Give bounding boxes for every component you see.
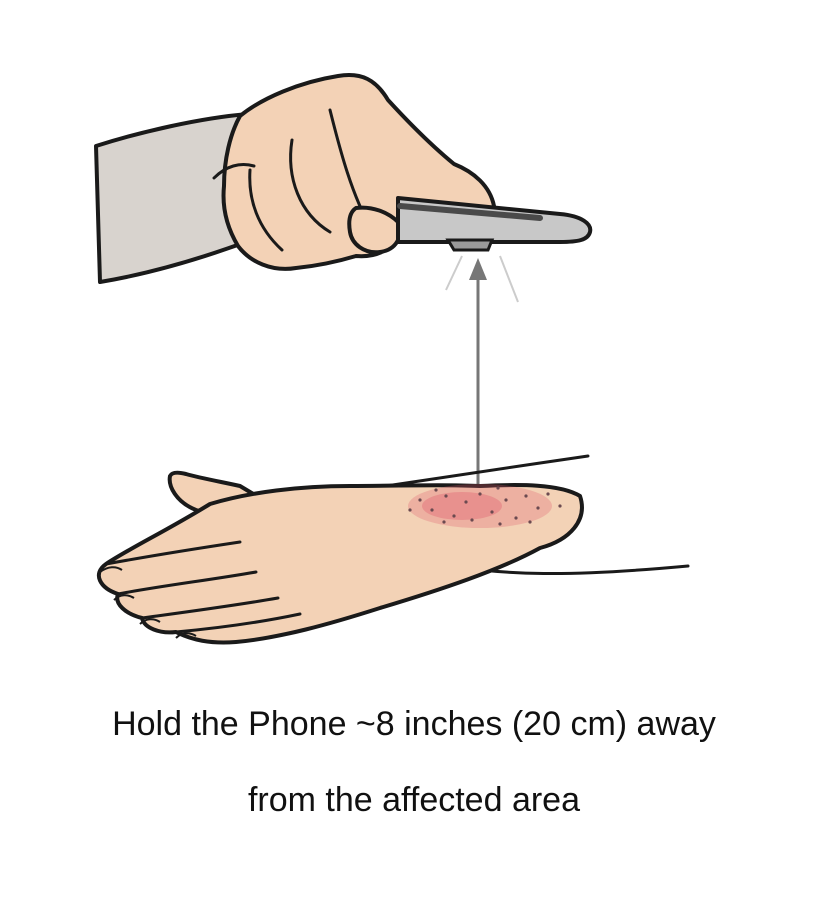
- hand-holding-phone-icon: [94, 73, 497, 284]
- instruction-text: Hold the Phone ~8 inches (20 cm) away fr…: [0, 686, 828, 838]
- smartphone-icon: [396, 196, 593, 252]
- hand-with-rash-icon: [96, 454, 690, 645]
- instruction-line-2: from the affected area: [247, 781, 580, 819]
- instruction-line-1: Hold the Phone ~8 inches (20 cm) away: [112, 705, 716, 743]
- instruction-illustration: [94, 73, 690, 645]
